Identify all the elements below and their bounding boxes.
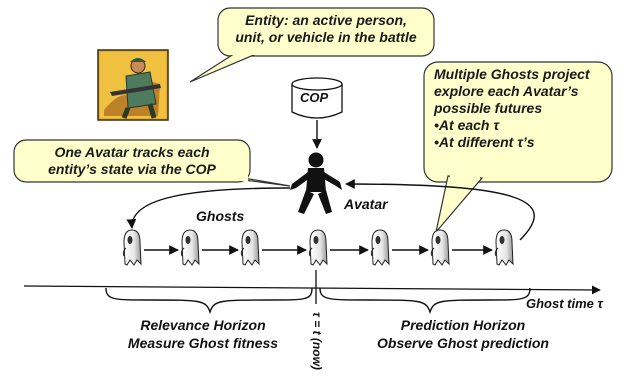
soldier-icon — [97, 49, 169, 121]
ghosts-callout — [423, 61, 613, 233]
cop-label: COP — [300, 90, 329, 105]
ghosts-label: Ghosts — [196, 208, 245, 224]
ghost-figure — [430, 229, 450, 266]
relevance-brace — [105, 287, 313, 315]
ghosts-callout-text: Multiple Ghosts project explore each Ava… — [434, 66, 610, 151]
prediction-horizon-text: Prediction Horizon Observe Ghost predict… — [348, 316, 578, 352]
ghost-time-label: Ghost time τ — [526, 296, 603, 311]
entity-callout — [189, 7, 435, 83]
prediction-line2: Observe Ghost prediction — [377, 335, 549, 351]
entity-callout-line1: Entity: an active person, — [245, 12, 407, 28]
ghost-figure — [240, 229, 260, 266]
relevance-horizon-text: Relevance Horizon Measure Ghost fitness — [88, 316, 318, 352]
ghosts-callout-line3: possible futures — [434, 100, 543, 116]
ghosts-callout-line2: explore each Avatar’s — [434, 83, 579, 99]
avatar-callout-line2: entity’s state via the COP — [48, 161, 216, 177]
avatar-callout-line1: One Avatar tracks each — [54, 144, 210, 160]
ghosts-to-avatar-arrow — [345, 179, 535, 241]
ghost-figure — [494, 229, 514, 266]
entity-callout-line2: unit, or vehicle in the battle — [235, 29, 417, 45]
avatar-callout — [13, 139, 291, 187]
prediction-brace — [319, 287, 531, 315]
avatar-label: Avatar — [344, 196, 388, 212]
ghosts-callout-line1: Multiple Ghosts project — [434, 66, 590, 82]
avatar-figure — [290, 152, 342, 214]
avatar-callout-text: One Avatar tracks each entity’s state vi… — [24, 144, 240, 178]
cop-database-icon — [291, 77, 343, 119]
entity-callout-text: Entity: an active person, unit, or vehic… — [228, 12, 424, 46]
ghost-figure — [370, 229, 390, 266]
prediction-line1: Prediction Horizon — [400, 317, 526, 333]
ghost-figure — [308, 229, 328, 266]
relevance-line2: Measure Ghost fitness — [127, 335, 279, 351]
ghosts-callout-line4: •At each τ — [434, 117, 500, 133]
ghost-figure — [122, 229, 142, 266]
ghosts-callout-line5: •At different τ’s — [434, 134, 535, 150]
relevance-line1: Relevance Horizon — [140, 317, 266, 333]
ghost-row — [122, 229, 514, 266]
ghost-figure — [180, 229, 200, 266]
avatar-to-ghosts-arrow — [126, 187, 291, 229]
